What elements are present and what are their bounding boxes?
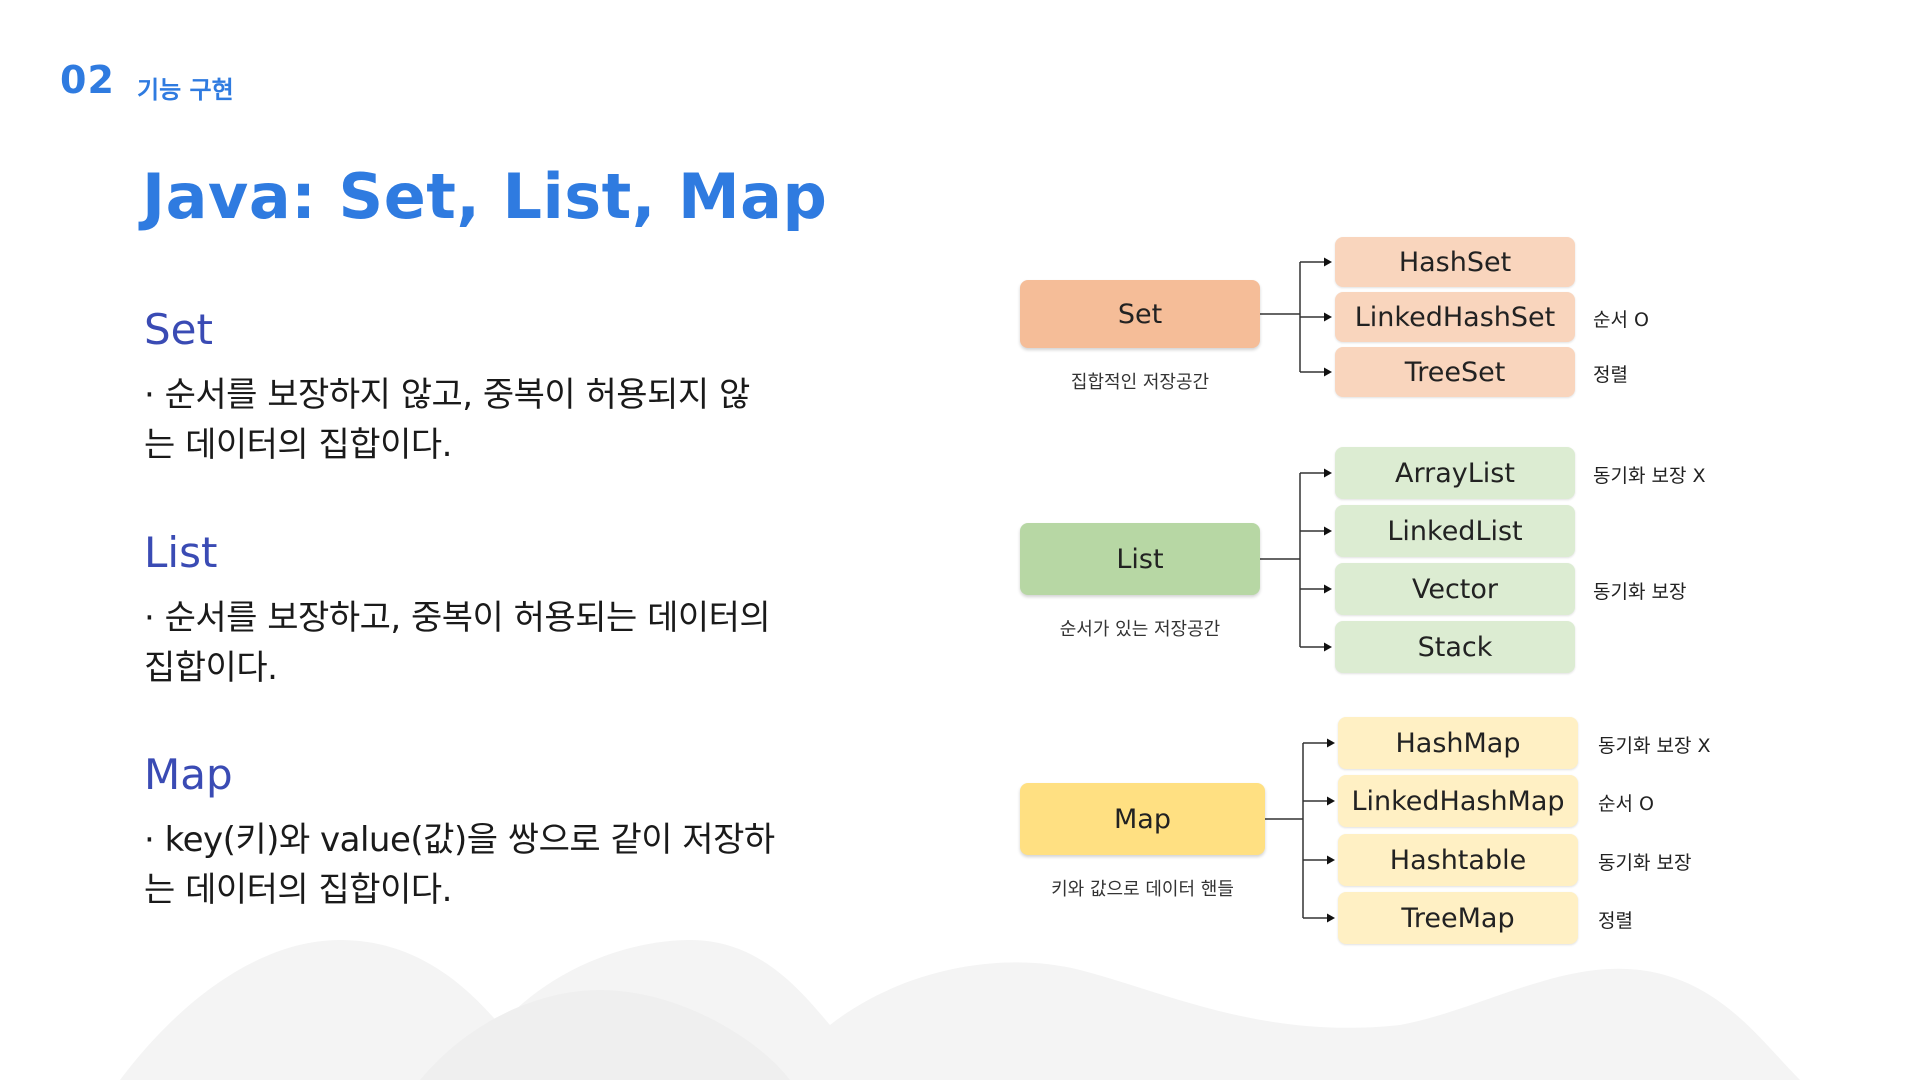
node-map: Map <box>1020 783 1265 855</box>
node-hashset: HashSet <box>1335 237 1575 287</box>
node-hashmap: HashMap <box>1338 717 1578 769</box>
node-arraylist: ArrayList <box>1335 447 1575 499</box>
node-stack: Stack <box>1335 621 1575 673</box>
node-caption-set: 집합적인 저장공간 <box>1070 372 1210 393</box>
page-title: Java: Set, List, Map <box>142 160 828 233</box>
node-caption-map: 키와 값으로 데이터 핸들 <box>1051 879 1234 900</box>
node-linkedhashmap: LinkedHashMap <box>1338 775 1578 827</box>
background-waves <box>120 940 1800 1080</box>
topic-heading: Set <box>144 305 213 354</box>
node-note: 정렬 <box>1598 910 1633 932</box>
node-note: 동기화 보장 <box>1598 852 1692 874</box>
node-vector: Vector <box>1335 563 1575 615</box>
section-title: 기능 구현 <box>137 76 234 104</box>
topic-heading: Map <box>144 750 233 799</box>
node-note: 동기화 보장 X <box>1598 735 1711 757</box>
node-linkedhashset: LinkedHashSet <box>1335 292 1575 342</box>
node-caption-list: 순서가 있는 저장공간 <box>1059 619 1221 640</box>
node-note: 순서 O <box>1593 309 1649 331</box>
node-hashtable: Hashtable <box>1338 834 1578 886</box>
node-note: 동기화 보장 X <box>1593 465 1706 487</box>
node-treemap: TreeMap <box>1338 892 1578 944</box>
node-treeset: TreeSet <box>1335 347 1575 397</box>
node-linkedlist: LinkedList <box>1335 505 1575 557</box>
node-set: Set <box>1020 280 1260 348</box>
topic-heading: List <box>144 528 218 577</box>
section-number: 02 <box>60 58 115 102</box>
node-note: 동기화 보장 <box>1593 581 1687 603</box>
connector-lines <box>1260 257 1335 923</box>
node-note: 순서 O <box>1598 793 1654 815</box>
node-note: 정렬 <box>1593 364 1628 386</box>
node-list: List <box>1020 523 1260 595</box>
